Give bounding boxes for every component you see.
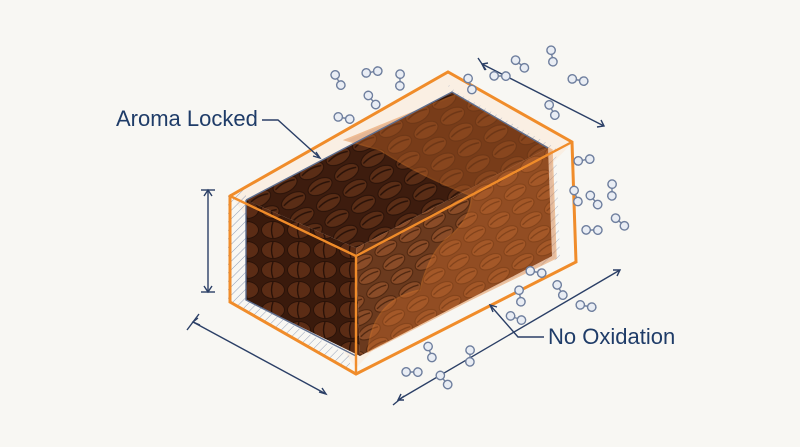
oxygen-molecule-icon: [566, 69, 590, 91]
oxygen-molecule-icon: [504, 308, 528, 328]
oxygen-molecule-icon: [359, 59, 385, 85]
oxygen-molecule-icon: [574, 295, 598, 317]
oxygen-molecule-icon: [325, 68, 351, 92]
oxygen-molecule-icon: [332, 107, 356, 129]
oxygen-molecule-icon: [432, 369, 456, 391]
oxygen-molecule-icon: [582, 189, 606, 211]
aroma-locked-label: Aroma Locked: [116, 106, 258, 131]
oxygen-molecule-icon: [417, 339, 443, 365]
oxygen-molecule-icon: [399, 360, 425, 384]
vacuum-film: [342, 94, 557, 354]
oxygen-molecule-icon: [600, 177, 624, 203]
oxygen-molecule-icon: [539, 98, 565, 122]
vacuum-package: [228, 70, 578, 376]
oxygen-molecule-icon: [571, 147, 597, 173]
oxygen-molecule-icon: [458, 343, 482, 369]
oxygen-molecule-icon: [608, 212, 632, 232]
beans-right-face: [356, 148, 552, 356]
no-oxidation-label: No Oxidation: [548, 324, 676, 349]
leader-lines: [262, 119, 544, 338]
oxygen-molecule-icon: [508, 54, 532, 74]
oxygen-molecule-icon: [579, 218, 605, 242]
package-outline: [228, 70, 578, 376]
oxygen-molecule-icon: [539, 43, 565, 69]
beans-top-face: [246, 92, 548, 248]
oxygen-molecule-icon: [563, 183, 589, 209]
oxygen-molecule-icon: [388, 67, 412, 93]
beans-front-face: [246, 200, 360, 356]
oxygen-molecule-icon: [360, 89, 384, 111]
oxygen-molecule-icon: [547, 278, 573, 302]
